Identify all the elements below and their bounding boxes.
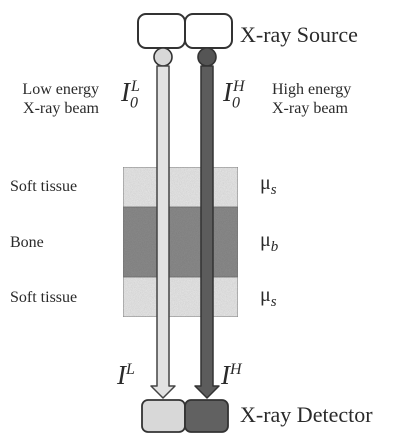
layer-label-soft-tissue-bottom: Soft tissue	[10, 289, 78, 306]
source-label: X-ray Source	[240, 22, 358, 47]
mu-soft-tissue-top: μs	[260, 172, 277, 198]
xray-source	[137, 13, 233, 67]
high-transmitted-intensity: IH	[221, 360, 242, 390]
soft-tissue-layer-bottom	[122, 276, 239, 318]
low-energy-label: Low energy X-ray beam	[22, 81, 99, 117]
tissue-layers	[122, 166, 239, 318]
source-housing-left	[137, 13, 186, 49]
layer-label-soft-tissue-top: Soft tissue	[10, 178, 78, 195]
layer-label-bone: Bone	[10, 234, 44, 251]
high-energy-emitter	[197, 47, 217, 67]
xray-detector	[141, 399, 229, 433]
detector-cell-high	[184, 399, 229, 433]
low-energy-emitter	[153, 47, 173, 67]
low-incident-intensity: I0L	[121, 77, 140, 112]
bone-layer	[122, 206, 239, 278]
mu-soft-tissue-bottom: μs	[260, 284, 277, 310]
high-incident-intensity: I0H	[223, 77, 245, 112]
low-transmitted-intensity: IL	[117, 360, 135, 390]
detector-label: X-ray Detector	[240, 402, 373, 427]
mu-bone: μb	[260, 229, 279, 255]
high-energy-label: High energy X-ray beam	[272, 81, 352, 117]
source-housing-right	[184, 13, 233, 49]
high-energy-beam-arrow	[194, 65, 220, 399]
soft-tissue-layer-top	[122, 166, 239, 208]
detector-cell-low	[141, 399, 186, 433]
low-energy-beam-arrow	[150, 65, 176, 399]
